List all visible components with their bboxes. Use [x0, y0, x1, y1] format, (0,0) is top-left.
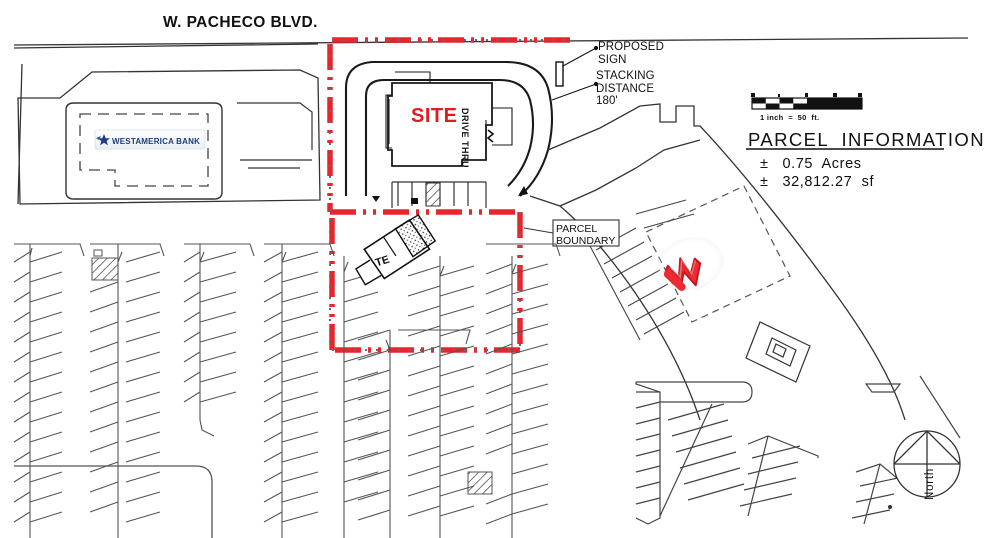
parcel-boundary-callout-box [523, 219, 620, 247]
neighbor-building-dashed [645, 185, 791, 323]
parcel-acres-value: ± 0.75 Acres [760, 156, 862, 172]
bank-building-inner-dashed [79, 113, 209, 187]
scale-bar [751, 93, 863, 110]
north-arrow-label: North [924, 467, 936, 500]
parking-field-left [13, 243, 255, 538]
drive-thru-window-symbol [486, 129, 495, 143]
parcel-boundary-red-dots [329, 39, 572, 351]
parking-field-center [263, 243, 561, 538]
restaurant-w-logo [656, 237, 724, 291]
proposed-sign-label: PROPOSED SIGN [598, 41, 664, 66]
parcel-boundary-label: PARCEL BOUNDARY [556, 223, 616, 247]
bank-name-label: WESTAMERICA BANK [112, 137, 201, 146]
bank-logo [94, 129, 206, 150]
trash-enclosure-building [355, 213, 437, 286]
parcel-square-feet-value: ± 32,812.27 sf [760, 174, 875, 190]
bank-drive-curb [237, 102, 313, 169]
stacking-distance-label: STACKING DISTANCE 180' [596, 70, 655, 108]
site-drive-arrows [372, 186, 528, 202]
north-arrow [888, 430, 961, 509]
site-access-drive [344, 60, 554, 197]
callout-leader-lines [551, 45, 599, 101]
scale-bar-caption: 1 inch = 50 ft. [760, 113, 820, 122]
proposed-sign-symbol [555, 61, 564, 87]
site-label: SITE [411, 105, 458, 127]
street-name-label: W. PACHECO BLVD. [163, 14, 318, 31]
drive-thru-label: DRIVE THRU [460, 108, 470, 169]
neighbor-pad-outline [745, 321, 811, 383]
parcel-information-title: PARCEL INFORMATION [748, 129, 984, 150]
site-building-footprint [387, 82, 493, 167]
site-building-details [385, 71, 513, 150]
bank-building-outline [65, 102, 223, 200]
driveway-loop [14, 465, 213, 538]
stall-marker [411, 198, 418, 204]
bank-star-icon [96, 134, 110, 146]
ada-stall-hatch [425, 182, 441, 207]
parking-islands-right [635, 375, 961, 525]
bank-parcel-outline [17, 63, 321, 205]
